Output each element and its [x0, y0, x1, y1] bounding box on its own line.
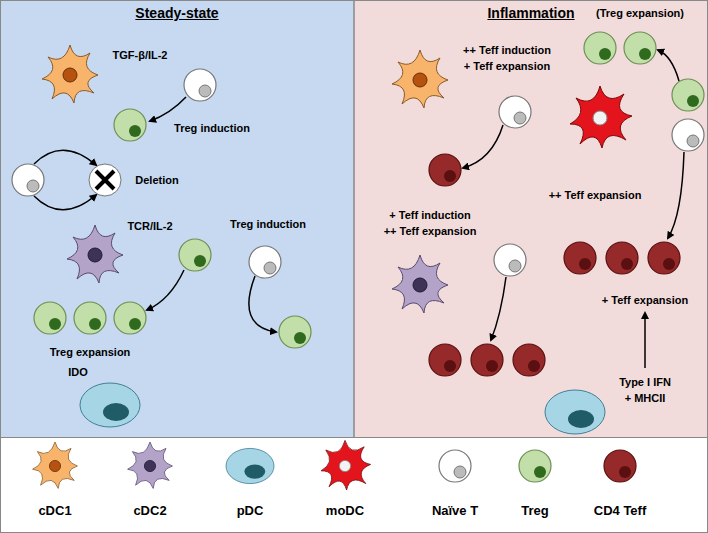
treg-cell	[74, 302, 106, 334]
cdc1-cell	[392, 50, 448, 108]
panel-ground	[0, 0, 354, 437]
legend-label: cDC2	[133, 503, 166, 518]
legend-cdc2	[128, 442, 173, 488]
arrow	[34, 195, 96, 210]
naive-t-cell	[494, 244, 526, 276]
teff-cell	[429, 344, 461, 376]
annotation: ++ Teff expansion	[549, 189, 642, 201]
panel-title: Steady-state	[0, 0, 354, 21]
deletion-mark	[96, 171, 114, 189]
arrow	[644, 313, 646, 368]
treg-cell	[114, 109, 146, 141]
legend-cdc1	[33, 442, 78, 488]
teff-cell	[471, 344, 503, 376]
legend-treg	[519, 450, 551, 482]
annotation: TCR/IL-2	[127, 220, 172, 232]
teff-cell	[429, 154, 461, 186]
treg-cell	[179, 239, 211, 271]
annotation: + Teff expansion	[464, 60, 550, 72]
treg-cell	[584, 32, 616, 64]
legend-label: moDC	[326, 503, 364, 518]
arrow	[249, 276, 276, 332]
naive-t-cell	[672, 119, 704, 151]
treg-cell	[114, 302, 146, 334]
legend-pdc	[226, 448, 274, 483]
legend-label: pDC	[237, 503, 264, 518]
annotation: Type I IFN	[619, 376, 671, 388]
arrow	[658, 50, 679, 81]
naive-t-cell	[499, 96, 531, 128]
annotation: ++ Teff induction	[463, 44, 551, 56]
annotation: Deletion	[135, 174, 178, 186]
arrow	[668, 152, 684, 238]
cdc1-cell	[42, 45, 98, 103]
arrow	[491, 277, 506, 340]
annotation: Treg induction	[230, 218, 306, 230]
annotation: TGF-β/IL-2	[113, 49, 168, 61]
legend-box	[1, 438, 708, 533]
teff-cell	[513, 344, 545, 376]
pdc-cell	[545, 390, 605, 434]
legend-label: cDC1	[38, 503, 71, 518]
annotation: ++ Teff expansion	[384, 225, 477, 237]
naive-t-cell	[12, 164, 44, 196]
annotation: + Teff induction	[389, 209, 470, 221]
naive-t-cell	[249, 246, 281, 278]
annotation: Treg expansion	[50, 346, 131, 358]
legend-teff	[604, 450, 636, 482]
cdc2-cell	[392, 255, 448, 313]
naive-t-cell	[184, 69, 216, 101]
teff-cell	[606, 242, 638, 274]
annotation: (Treg expansion)	[596, 7, 684, 19]
annotation: + Teff expansion	[602, 294, 688, 306]
panel-ground	[354, 0, 708, 437]
treg-cell	[672, 79, 704, 111]
teff-cell	[648, 242, 680, 274]
arrow	[150, 97, 186, 121]
deleted-cell	[89, 164, 121, 196]
annotation: + MHCII	[625, 392, 666, 404]
arrow	[147, 270, 184, 310]
legend-naive	[439, 450, 471, 482]
legend-label: Naïve T	[432, 503, 478, 518]
modc-cell	[570, 86, 632, 148]
treg-cell	[624, 32, 656, 64]
legend-label: CD4 Teff	[594, 503, 646, 518]
treg-cell	[279, 316, 311, 348]
arrow	[34, 150, 96, 165]
legend-modc	[321, 440, 371, 490]
annotation: IDO	[68, 366, 88, 378]
pdc-cell	[80, 383, 140, 427]
arrow	[463, 125, 503, 168]
annotation: Treg induction	[174, 122, 250, 134]
legend-label: Treg	[521, 503, 548, 518]
teff-cell	[564, 242, 596, 274]
cdc2-cell	[67, 225, 123, 283]
divider	[353, 0, 355, 437]
treg-cell	[34, 302, 66, 334]
